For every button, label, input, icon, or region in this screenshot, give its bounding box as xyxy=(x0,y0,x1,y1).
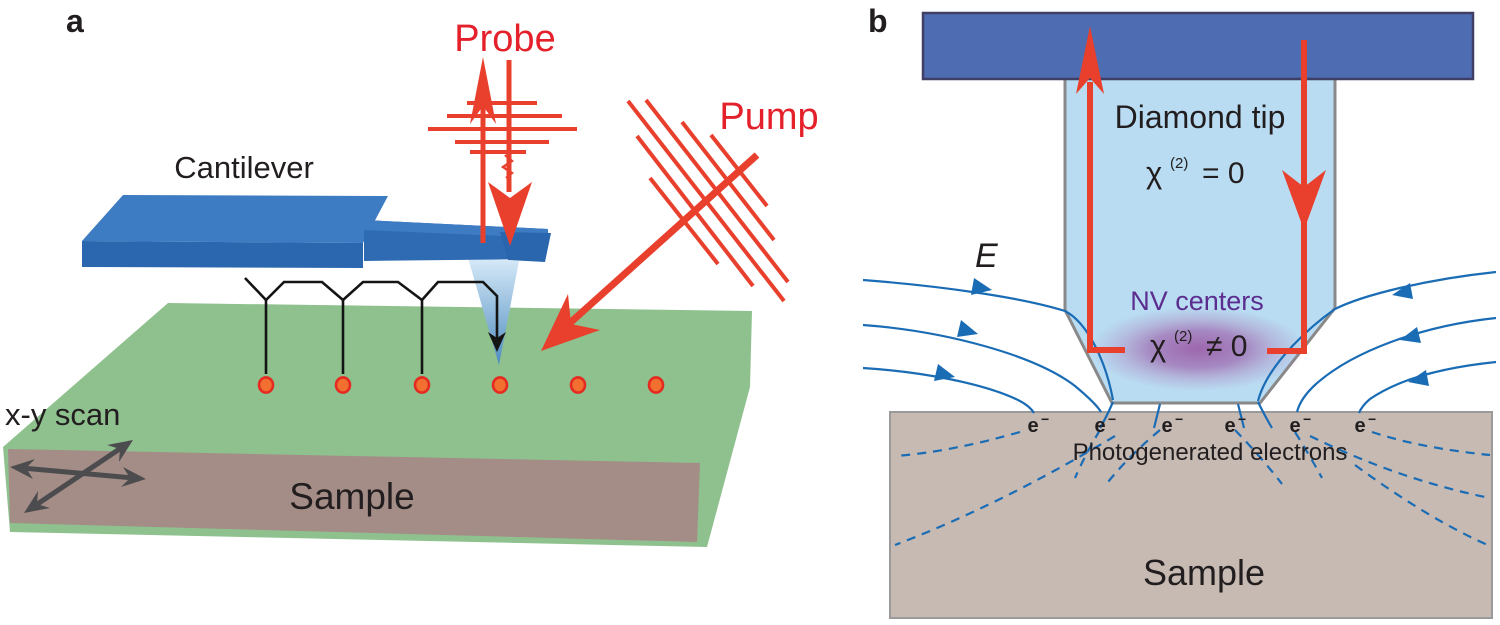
svg-text:e: e xyxy=(1289,415,1300,437)
e-field-label: E xyxy=(975,237,998,275)
sample-a-label: Sample xyxy=(289,476,414,517)
pump-down-path xyxy=(1267,40,1307,354)
probe-down-arrowhead xyxy=(488,182,532,246)
molecule-dot xyxy=(413,376,431,394)
svg-text:e: e xyxy=(1354,415,1365,437)
pump-shaft xyxy=(548,152,760,343)
svg-text:e: e xyxy=(1094,415,1105,437)
e-field-arrowheads xyxy=(934,278,1429,386)
molecule-dot xyxy=(647,376,665,394)
svg-text:e: e xyxy=(1224,415,1235,437)
panel-b: e − e − e − e − e − e − xyxy=(862,3,1497,619)
electron-label: e − xyxy=(1354,411,1376,437)
svg-text:χ: χ xyxy=(1150,328,1166,363)
molecule-dots xyxy=(257,376,665,394)
dashed-field-lines xyxy=(894,429,1491,548)
cantilever-tip-pad xyxy=(500,232,551,262)
electron-labels: e − e − e − e − e − e − xyxy=(1027,411,1376,437)
electron-label: e − xyxy=(1224,411,1246,437)
panel-a-letter: a xyxy=(66,3,84,39)
probe-pulse-lines xyxy=(428,101,577,154)
probe-up-arrowhead xyxy=(470,57,496,124)
sample-block xyxy=(889,411,1493,619)
pump-pulse-lines xyxy=(626,98,790,303)
photogenerated-label: Photogenerated electrons xyxy=(1073,439,1348,466)
tip-contact-arrow xyxy=(488,332,506,352)
cantilever-label: Cantilever xyxy=(174,150,314,185)
svg-text:−: − xyxy=(1303,411,1311,427)
shg-up-arrowhead xyxy=(1076,26,1104,94)
electron-label: e − xyxy=(1161,411,1183,437)
e-field-lines xyxy=(862,270,1497,429)
nv-glow xyxy=(1090,307,1306,391)
probe-label: Probe xyxy=(454,18,555,60)
cantilever-body-top xyxy=(82,195,388,243)
pump-beam xyxy=(541,98,790,351)
svg-text:−: − xyxy=(1368,411,1376,427)
nv-centers-label: NV centers xyxy=(1130,286,1264,316)
afm-tip-cone xyxy=(468,258,519,365)
probe-pulse-zigzag xyxy=(500,154,515,179)
tip-beam-arrows xyxy=(1076,26,1326,354)
molecule-dot xyxy=(334,376,352,394)
chi2-equals-zero: χ (2) = 0 xyxy=(1146,155,1245,190)
svg-text:χ: χ xyxy=(1146,155,1162,190)
slab-front-face xyxy=(8,449,700,542)
xy-scan-arrows xyxy=(10,440,146,513)
molecule-dot xyxy=(569,376,587,394)
molecule-chain xyxy=(244,277,499,374)
svg-text:(2): (2) xyxy=(1174,328,1192,345)
panel-b-letter: b xyxy=(868,3,888,39)
svg-text:(2): (2) xyxy=(1170,155,1188,172)
shg-up-path xyxy=(1087,82,1125,353)
svg-text:−: − xyxy=(1108,411,1116,427)
electron-label: e − xyxy=(1094,411,1116,437)
electron-label: e − xyxy=(1027,411,1049,437)
panel-a: a Cantilever Probe Pump x-y scan Sample xyxy=(3,3,819,547)
cantilever-bar xyxy=(921,11,1475,81)
svg-text:≠ 0: ≠ 0 xyxy=(1206,330,1247,363)
svg-text:e: e xyxy=(1161,415,1172,437)
cantilever-assembly xyxy=(82,195,551,268)
molecule-dot xyxy=(257,376,275,394)
sample-b-label: Sample xyxy=(1143,552,1265,593)
pump-arrowhead xyxy=(541,294,600,351)
pump-down-arrowhead xyxy=(1282,170,1326,230)
pump-label: Pump xyxy=(719,96,818,138)
chi2-not-equal-zero: χ (2) ≠ 0 xyxy=(1150,328,1247,363)
cantilever-body-front xyxy=(82,241,363,268)
electron-label: e − xyxy=(1289,411,1311,437)
xy-scan-label: x-y scan xyxy=(5,397,120,432)
svg-text:= 0: = 0 xyxy=(1202,157,1245,190)
molecule-dot xyxy=(491,376,509,394)
svg-text:−: − xyxy=(1175,411,1183,427)
svg-text:e: e xyxy=(1027,415,1038,437)
svg-text:−: − xyxy=(1238,411,1246,427)
svg-text:−: − xyxy=(1041,411,1049,427)
probe-beam xyxy=(428,57,577,246)
diamond-tip-label: Diamond tip xyxy=(1115,99,1286,135)
